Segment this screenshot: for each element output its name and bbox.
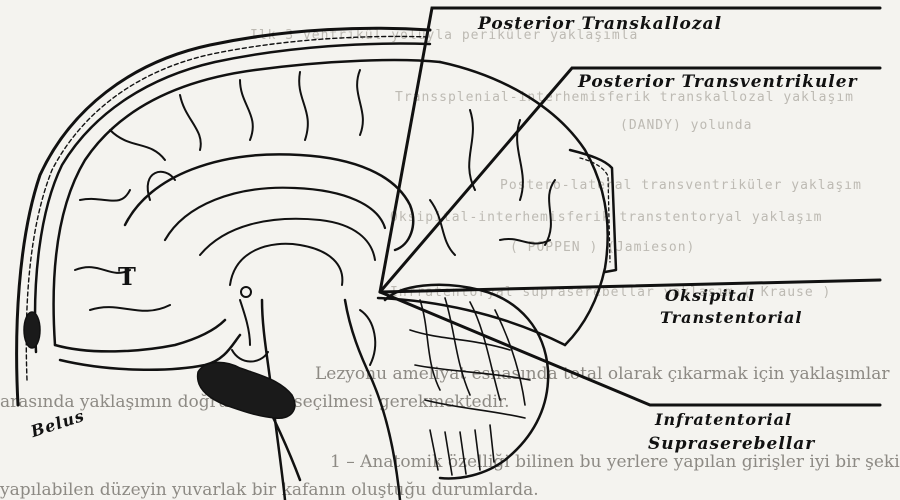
corpus-callosum-inner: [165, 188, 385, 240]
fornix: [200, 219, 375, 260]
gyrus-4: [299, 72, 308, 140]
gyrus-14: [500, 239, 550, 244]
gyrus-12: [545, 180, 555, 245]
label-infratentorial: Infratentorial: [655, 410, 792, 429]
cerebellar-folia-7: [425, 400, 525, 418]
gyrus-2: [180, 95, 201, 150]
frontal-base-contour: [55, 320, 225, 351]
frontal-sinus: [24, 312, 40, 348]
thalamus-outline: [230, 244, 342, 285]
approach-line-posterior-transkallozal: [380, 8, 880, 292]
label-posterior-transkallozal: Posterior Transkallozal: [478, 14, 722, 34]
pineal-gland: [241, 287, 251, 297]
approach-line-posterior-transventrikuler: [380, 68, 880, 292]
label-region-t: T: [118, 262, 137, 291]
cerebellum-outline: [385, 285, 548, 479]
brain-outer-contour: [54, 60, 440, 345]
pituitary-stalk: [240, 300, 250, 345]
sphenoid-sinus: [198, 362, 295, 418]
gyrus-8: [90, 305, 170, 311]
gyrus-10: [469, 110, 475, 190]
occipital-contour: [440, 62, 608, 345]
label-transtentorial: Transtentorial: [660, 308, 802, 327]
gyrus-1: [110, 130, 165, 160]
cerebellar-folia-8: [430, 425, 494, 475]
approach-line-infratentorial-supraserebellar: [380, 292, 880, 405]
gyrus-5: [357, 70, 363, 135]
gyrus-6: [80, 190, 130, 201]
skull-inner-outline: [35, 44, 430, 352]
label-supraserebellar: Supraserebellar: [648, 434, 815, 454]
sella-turcica: [232, 350, 268, 362]
cerebellar-folia-6: [415, 365, 530, 380]
label-oksipital: Oksipital: [665, 286, 755, 305]
cerebellar-folia-4: [495, 310, 525, 405]
gyrus-3: [240, 80, 253, 140]
label-posterior-transventrikuler: Posterior Transventrikuler: [578, 72, 858, 92]
cerebellar-folia-2: [445, 298, 470, 395]
